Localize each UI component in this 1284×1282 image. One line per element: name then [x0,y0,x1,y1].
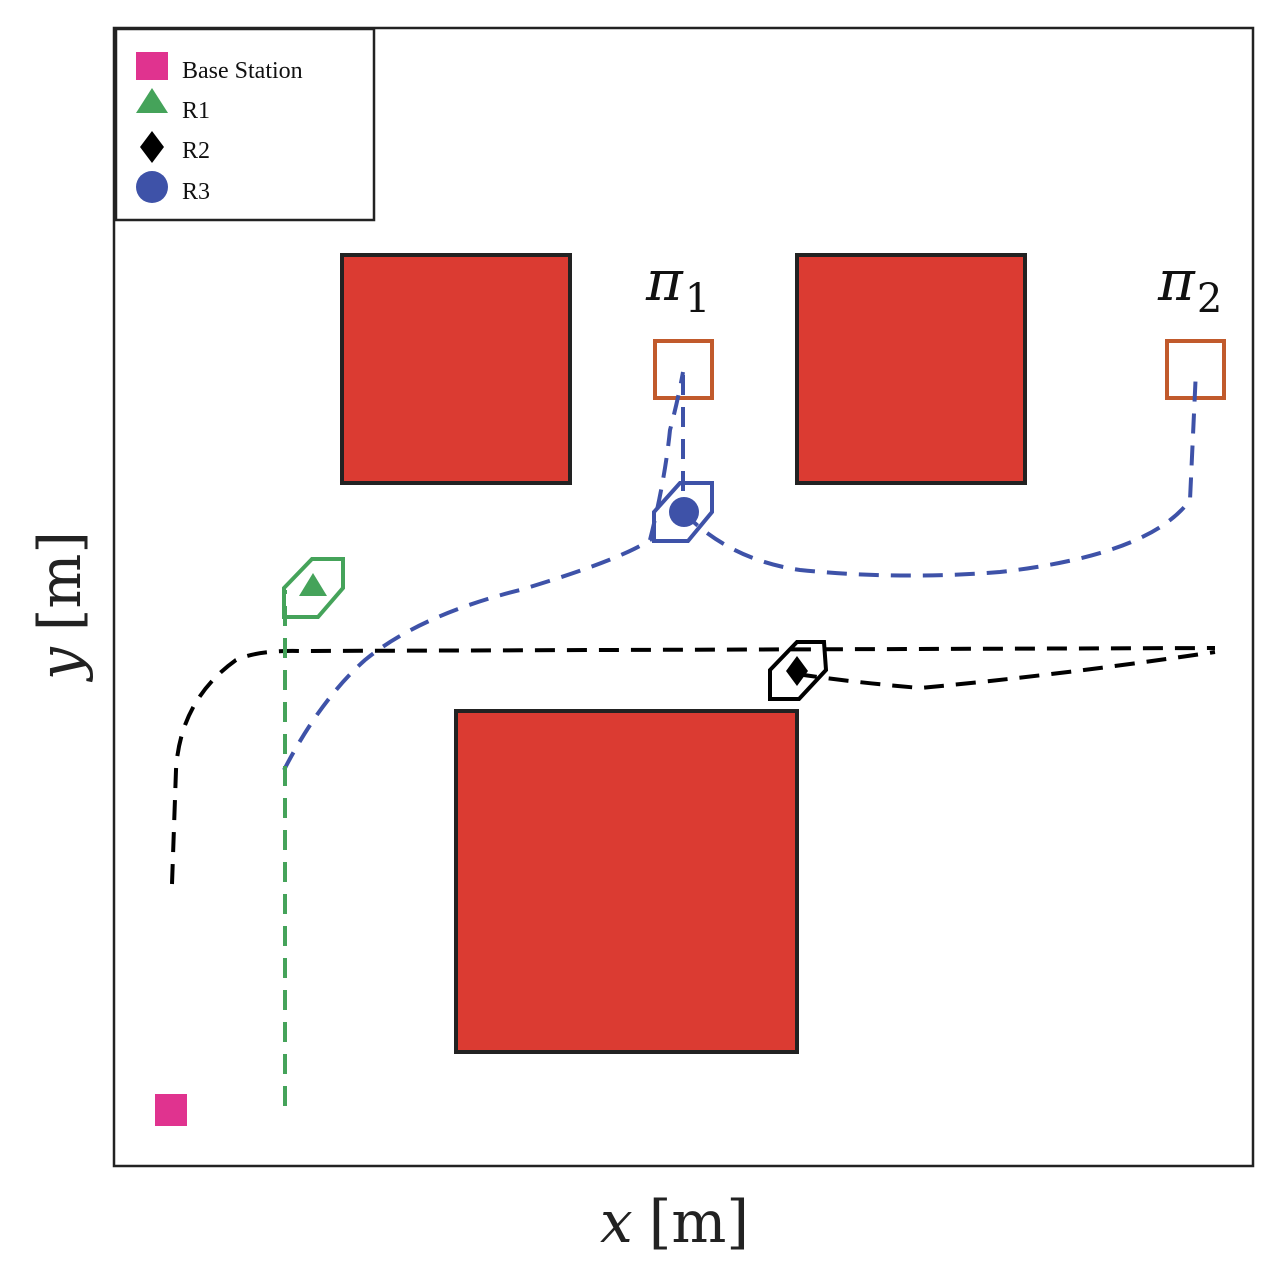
r2-goal-path [796,650,1216,691]
r1-footprint [282,557,345,619]
legend-base-station-icon [136,52,168,80]
obstacle-top-left [340,253,572,485]
legend: Base Station R1 R2 R3 [114,27,376,222]
x-axis-label: x[m] [600,1188,749,1256]
legend-r2-icon [140,131,164,163]
obstacle-top-right [795,253,1027,485]
legend-r3-icon [136,171,168,203]
legend-r1-icon [136,88,168,113]
y-axis-label: y[m] [26,531,94,683]
legend-r2-label: R2 [182,138,210,164]
goal-pi1-box [653,339,714,400]
r3-marker [669,497,699,527]
base-station-marker [155,1094,187,1126]
goal-pi1-label: π1 [645,249,710,322]
r2-marker [786,656,808,686]
legend-r3-label: R3 [182,179,210,205]
r1-marker [299,573,327,596]
obstacle-bottom [454,709,799,1054]
r2-footprint [768,640,829,701]
r3-footprint [652,481,714,543]
r2-trajectory-path [170,646,1216,885]
goal-pi2-label: π2 [1157,249,1222,322]
legend-base-station-label: Base Station [182,58,303,84]
legend-r1-label: R1 [182,98,210,124]
r3-to-pi2-path [681,369,1198,578]
r3-trajectory-path [282,371,685,771]
